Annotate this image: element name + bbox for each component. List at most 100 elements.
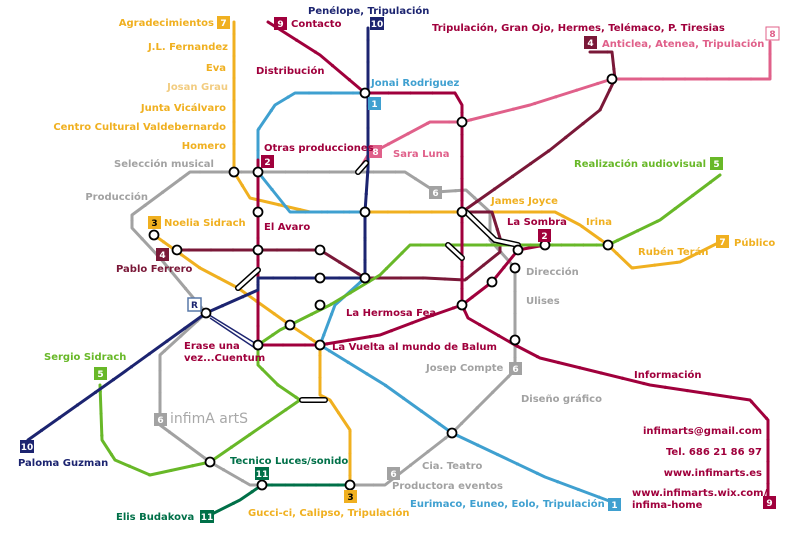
line-tick: [452, 91, 457, 95]
line-tick: [386, 210, 390, 214]
line-tick: [283, 170, 288, 174]
line-tick: [750, 400, 754, 404]
line-tick: [554, 95, 558, 99]
line-tick: [217, 276, 221, 280]
line-tick: [673, 207, 677, 211]
line-tick: [430, 210, 434, 214]
line-tick: [409, 463, 413, 467]
station-josep: [509, 334, 521, 346]
line-tick: [598, 108, 602, 112]
line-10-path: [26, 26, 370, 442]
line-r-ramal: [205, 312, 259, 351]
line-tick: [495, 227, 499, 231]
label-tel: Tel. 686 21 86 97: [666, 447, 762, 458]
station-seleccion: [228, 166, 240, 178]
line-tick: [162, 240, 166, 244]
line-tick: [386, 91, 391, 95]
line-tick: [516, 344, 520, 349]
labels: Agradecimientos J.L. Fernandez Eva Josan…: [18, 5, 775, 523]
line-tick: [685, 388, 689, 393]
line-tick: [513, 289, 517, 294]
label-diseno: Diseño gráfico: [521, 393, 602, 405]
label-josep: Josep Compte: [425, 363, 504, 374]
badge-11-bottom: 11: [200, 510, 214, 523]
line-tick: [556, 480, 560, 484]
line-tick: [408, 91, 413, 95]
station-hermosa-b: [456, 299, 468, 311]
line-tick: [389, 329, 393, 333]
line-tick: [239, 170, 244, 174]
line-tick: [477, 323, 482, 327]
line-tick: [485, 243, 489, 247]
line-tick: [368, 335, 372, 339]
badge-7-top: 7: [217, 16, 230, 29]
line-tick: [337, 260, 342, 264]
line-tick: [284, 408, 288, 412]
label-direccion: Dirección: [526, 266, 579, 278]
line-tick: [240, 295, 245, 299]
line-tick: [661, 77, 665, 81]
line-tick: [486, 210, 490, 214]
line-tick: [294, 395, 298, 399]
stations: [148, 73, 618, 491]
line-tick: [546, 149, 551, 153]
line-tick: [493, 187, 497, 191]
line-tick: [165, 339, 169, 343]
line-tick: [178, 177, 182, 181]
line-tick: [482, 263, 486, 267]
label-gucci: Gucci-ci, Calipso, Tripulación: [248, 507, 409, 519]
line-tick: [183, 326, 187, 330]
line-tick: [498, 249, 502, 253]
line-tick: [232, 76, 236, 80]
line-tick: [143, 203, 147, 207]
line-tick: [209, 248, 213, 252]
line-tick: [443, 436, 447, 440]
line-tick: [256, 283, 260, 287]
line-tick: [502, 265, 506, 269]
line-tick: [327, 170, 332, 174]
line-tick: [347, 210, 351, 214]
line-tick: [561, 214, 565, 218]
line-tick: [276, 383, 280, 387]
svg-text:11: 11: [201, 513, 214, 523]
line-tick: [384, 266, 389, 271]
line-tick: [529, 243, 533, 247]
line-tick: [292, 483, 296, 487]
badge-6-left: 6: [154, 413, 167, 426]
line-tick: [93, 390, 98, 394]
line-tick: [220, 170, 224, 174]
line-tick: [463, 243, 467, 247]
svg-text:5: 5: [97, 370, 103, 380]
line-tick: [229, 445, 234, 449]
line-tick: [308, 337, 313, 341]
line-tick: [460, 199, 464, 203]
station-c5: [284, 319, 296, 331]
line-tick: [437, 422, 441, 426]
line-tick: [705, 77, 709, 81]
line-tick: [533, 101, 537, 106]
line-tick: [346, 360, 350, 364]
line-tick: [653, 263, 657, 267]
line-tick: [371, 170, 376, 174]
line-tick: [475, 406, 479, 410]
line-tick: [75, 403, 80, 407]
station-tripulacion-c: [456, 116, 468, 128]
line-tick: [535, 471, 539, 475]
line-tick: [460, 133, 464, 137]
label-email: infimarts@gmail.com: [643, 426, 762, 437]
line-tick: [472, 196, 477, 200]
line-tick: [400, 251, 404, 255]
station-el-avaro: [252, 206, 264, 218]
label-anticlea: Anticlea, Atenea, Tripulación: [602, 38, 764, 50]
line-tick: [325, 210, 329, 214]
line-tick: [231, 501, 236, 505]
line-tick: [303, 210, 307, 214]
svg-text:11: 11: [256, 470, 269, 480]
badge-5-top: 5: [710, 157, 723, 170]
label-la-vuelta: La Vuelta al mundo de Balum: [332, 342, 497, 353]
line-r-path-a: [205, 312, 259, 346]
badge-6-top: 6: [429, 186, 442, 199]
label-centro-cultural: Centro Cultural Valdebernardo: [53, 122, 226, 133]
line-tick: [535, 354, 539, 359]
line-tick: [167, 430, 172, 434]
